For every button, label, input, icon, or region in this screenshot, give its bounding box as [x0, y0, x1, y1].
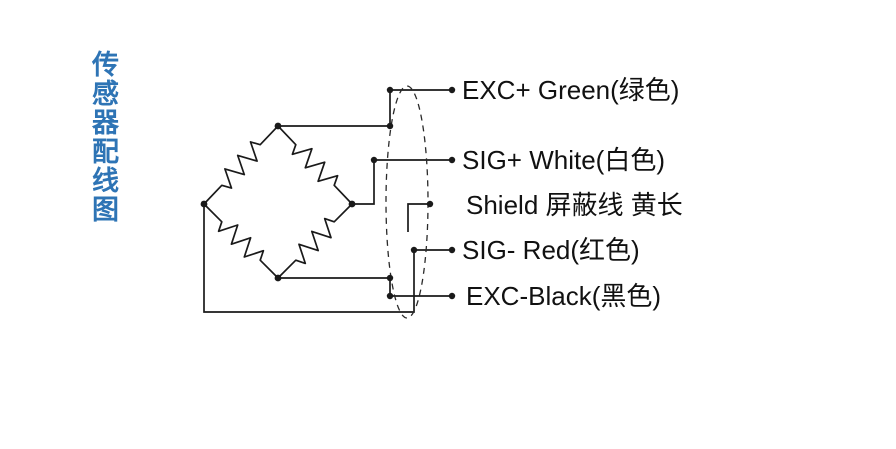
wheatstone-bridge — [203, 125, 353, 279]
junction-dot — [386, 274, 394, 282]
wire-label-exc-minus: EXC-Black(黑色) — [466, 281, 661, 311]
wire-shield — [407, 203, 430, 232]
wire-label-shield: Shield 屏蔽线 黄长 — [466, 190, 683, 220]
wire-label-exc-plus: EXC+ Green(绿色) — [462, 75, 679, 105]
junction-dot — [386, 122, 394, 130]
junction-dots — [200, 86, 456, 300]
resistor-bottom-left — [203, 203, 279, 279]
bridge-node-left — [200, 200, 208, 208]
wire-label-sig-plus: SIG+ White(白色) — [462, 145, 665, 175]
junction-dot — [370, 156, 378, 164]
junction-dot — [386, 292, 394, 300]
wire-exc-plus — [278, 89, 452, 127]
resistor-top-right — [277, 125, 353, 205]
terminal-dot-exc-plus — [448, 86, 456, 94]
bridge-node-top — [274, 122, 282, 130]
terminal-dot-shield — [426, 200, 434, 208]
terminal-dot-sig-minus — [448, 246, 456, 254]
resistor-top-left — [203, 125, 279, 205]
junction-dot — [410, 246, 418, 254]
wire-label-sig-minus: SIG- Red(红色) — [462, 235, 640, 265]
wire-labels: EXC+ Green(绿色) SIG+ White(白色) Shield 屏蔽线… — [462, 75, 683, 311]
diagram-title: 传感器配线图 — [88, 50, 118, 224]
wire-exc-minus — [278, 277, 452, 297]
terminal-dot-sig-plus — [448, 156, 456, 164]
junction-dot — [386, 86, 394, 94]
bridge-node-right — [348, 200, 356, 208]
terminal-dot-exc-minus — [448, 292, 456, 300]
wire-sig-plus — [352, 159, 452, 205]
resistor-bottom-right — [277, 203, 353, 279]
bridge-node-bottom — [274, 274, 282, 282]
lead-wires — [203, 89, 452, 313]
cable-shield-ellipse — [385, 85, 429, 319]
